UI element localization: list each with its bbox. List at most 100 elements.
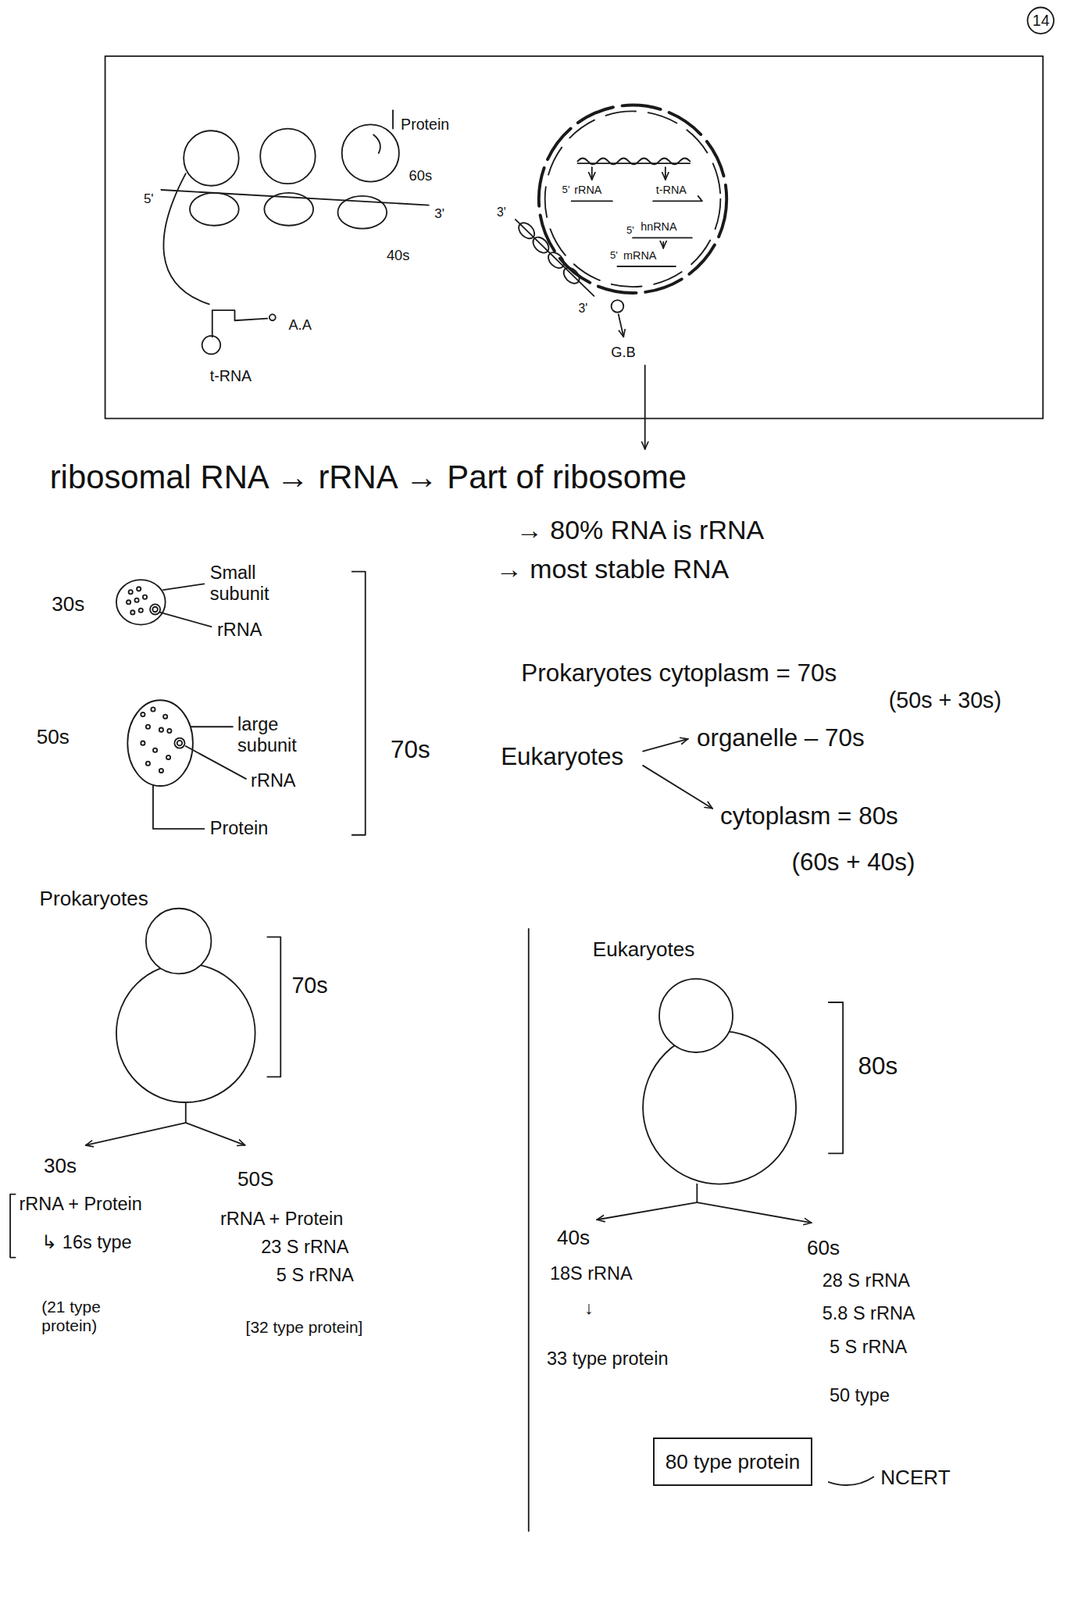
annotation-text: rRNA + Protein: [219, 1209, 344, 1231]
prokaryote-ribosome: [185, 1122, 246, 1146]
protein-chain: [373, 134, 381, 154]
divider-line: [528, 928, 530, 1531]
rna-strand: [571, 196, 703, 267]
annotation-text: 40s: [556, 1225, 591, 1250]
eukaryote-ribosome: [596, 1202, 697, 1220]
large-subunit: [140, 741, 145, 746]
annotation-text: 23 S rRNA: [260, 1236, 350, 1258]
annotation-text: cytoplasm = 80s: [719, 802, 900, 831]
trna-symbol: [269, 314, 276, 321]
annotation-text: (21 type protein): [40, 1297, 140, 1335]
annotation-text: 5 S rRNA: [828, 1336, 908, 1358]
small-subunit: [116, 579, 166, 625]
node-text-group: 80 type protein: [665, 1449, 801, 1474]
large-subunit: [146, 724, 150, 729]
small-subunit: [136, 586, 141, 591]
small-subunit: [139, 608, 143, 613]
annotation-text: 50s: [35, 724, 71, 749]
polysome-ribosome: [189, 192, 240, 226]
prokaryote-ribosome: [85, 1122, 186, 1146]
rna-strand: [662, 242, 664, 249]
annotation-text: t-RNA: [209, 367, 253, 386]
large-subunit: [167, 728, 172, 733]
rna-strand: [571, 199, 613, 202]
large-subunit: [159, 768, 164, 773]
polysome-chain: [560, 264, 583, 287]
polysome-chain: [545, 249, 568, 272]
annotation-text: ↳ 16s type: [40, 1232, 133, 1254]
nucleus-envelope: [538, 105, 727, 293]
annotation-text: rRNA: [573, 183, 603, 197]
large-subunit: [146, 761, 150, 766]
large-subunit: [190, 725, 233, 728]
rna-strand: [653, 196, 703, 202]
polysome-ribosome: [183, 130, 240, 186]
polysome-ribosome: [342, 124, 400, 182]
annotation-text: t-RNA: [655, 183, 688, 197]
large-subunit: [163, 714, 168, 719]
polysome-chain: [515, 219, 624, 337]
annotation-text: (50s + 30s): [888, 687, 1003, 714]
annotation-text: 5': [142, 191, 155, 207]
mrna-strand: [160, 189, 429, 206]
polysome-chain: [530, 234, 553, 257]
annotation-text: 50S: [236, 1166, 275, 1191]
dna-helix: [577, 158, 690, 165]
annotation-text: 70s: [290, 971, 329, 998]
annotation-text: 3': [496, 205, 507, 220]
polysome-chain: [611, 299, 625, 313]
small-subunit: [160, 612, 211, 627]
annotation-text: Small subunit: [209, 562, 293, 605]
annotation-text: 60s: [806, 1235, 841, 1260]
annotation-text: hnRNA: [639, 220, 678, 234]
prokaryote-ribosome: [116, 963, 256, 1103]
figure-frame: [105, 56, 1044, 419]
pointer-arrow: [644, 365, 646, 450]
annotation-text: rRNA: [216, 620, 263, 642]
prokaryote-ribosome: [10, 1194, 16, 1258]
annotation-text: Protein: [399, 115, 450, 134]
annotation-text: 70s: [389, 735, 432, 764]
bracket: [352, 571, 366, 836]
large-subunit: [153, 748, 158, 753]
rna-strand: [632, 236, 693, 239]
annotation-text: 18S rRNA: [549, 1263, 634, 1285]
branch-arrow: [642, 765, 713, 809]
small-subunit: [134, 598, 139, 603]
leader-line: [828, 1477, 874, 1486]
prokaryote-ribosome: [10, 908, 281, 1258]
small-subunit: [128, 589, 133, 594]
eukaryote-ribosome: [596, 978, 843, 1223]
figure-frame: [105, 56, 1044, 419]
annotation-text: 40s: [385, 246, 411, 264]
bracket: [352, 571, 366, 836]
annotation-text: → 80% RNA is rRNA: [515, 515, 765, 546]
annotation-text: 30s: [50, 592, 86, 616]
annotation-text: 5 S rRNA: [275, 1265, 355, 1287]
annotation-text: 3': [433, 206, 446, 223]
polysome-ribosome: [183, 124, 400, 229]
annotation-text: Protein: [209, 817, 269, 839]
protein-chain: [392, 110, 394, 129]
trna-symbol: [163, 173, 209, 304]
note-box: 80 type protein: [653, 1437, 814, 1486]
nucleus-envelope: [538, 105, 727, 293]
annotation-text: 80s: [857, 1052, 900, 1081]
leader-line: [828, 1477, 874, 1486]
large-subunit: [140, 712, 145, 717]
dna-helix: [664, 167, 667, 180]
eukaryote-ribosome: [828, 1002, 843, 1153]
annotation-text: Eukaryotes: [592, 937, 696, 961]
annotation-text: large subunit: [236, 713, 325, 757]
large-subunit: [174, 738, 185, 749]
node-label: 14: [1032, 11, 1050, 30]
divider-line: [528, 928, 530, 1531]
small-subunit: [152, 606, 158, 613]
annotation-text: G.B: [610, 343, 637, 361]
small-subunit: [116, 579, 212, 627]
annotation-text: 50 type: [828, 1385, 891, 1407]
annotation-text: Eukaryotes: [499, 742, 625, 771]
large-subunit: [127, 699, 193, 786]
annotation-text: 5': [625, 224, 636, 237]
